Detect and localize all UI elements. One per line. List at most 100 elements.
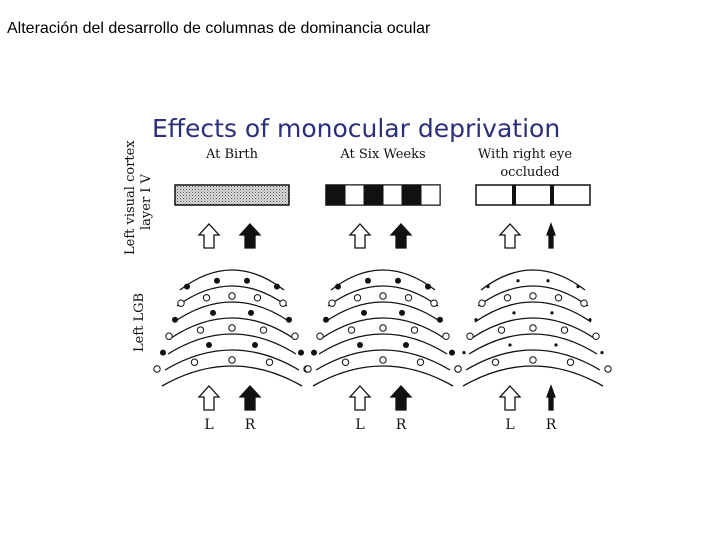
lgb-cell-left-eye: [165, 332, 173, 340]
lgb-layer-arc: [179, 269, 285, 291]
lgb-cell-right-eye: [403, 341, 409, 348]
lgb-layer-arc: [330, 269, 436, 291]
eye-label-right: R: [245, 417, 256, 433]
lgb-cell-left-eye: [259, 326, 268, 334]
arrow-right-eye-to-lgb: [238, 385, 262, 411]
lgb-cell-left-eye: [554, 294, 563, 302]
lgb-cell-left-eye: [253, 294, 262, 302]
lgb-cell-right-eye: [244, 277, 250, 284]
lgb-cell-left-eye: [265, 358, 274, 366]
lgb-cell-left-eye: [353, 294, 362, 302]
lgb-layer-arc: [170, 317, 294, 339]
lgb-cell-right-eye: [172, 316, 178, 323]
lgb-cell-right-eye: [214, 277, 220, 284]
lgb-cell-right-eye: [474, 318, 478, 322]
lgb-cell-left-eye: [478, 299, 486, 307]
lgb-cell-left-eye: [410, 326, 419, 334]
eye-label-right: R: [396, 417, 407, 433]
lgb-cell-right-eye: [550, 311, 554, 315]
lgb-cell-right-eye: [323, 316, 329, 323]
lgb-layer-arc: [474, 301, 592, 323]
lgb-cell-right-eye: [576, 285, 580, 289]
arrow-right-eye-to-cortex: [389, 223, 413, 249]
lgb-cell-left-eye: [347, 326, 356, 334]
lgb-layer-arc: [480, 269, 586, 291]
lgb-cell-right-eye: [160, 349, 166, 356]
lgb-cell-left-eye: [196, 326, 205, 334]
lgb-layer-arc: [312, 365, 454, 387]
lgb-layer-arc: [173, 301, 291, 323]
lgb-layer-arc: [477, 285, 589, 307]
lgb-cell-left-eye: [442, 332, 450, 340]
arrow-right-eye-to-cortex: [238, 223, 262, 249]
lgb-cell-left-eye: [404, 294, 413, 302]
lgb-cell-right-eye: [298, 349, 304, 356]
lgb-cell-left-eye: [379, 324, 387, 332]
lgb-cell-left-eye: [497, 326, 506, 334]
lgb-cell-right-eye: [600, 351, 604, 355]
cortex-column-right-eye: [363, 184, 384, 206]
lgb-cell-right-eye: [206, 341, 212, 348]
lgb-layer-arc: [468, 333, 598, 355]
lgb-cell-left-eye: [580, 299, 588, 307]
lgb-cell-right-eye: [357, 341, 363, 348]
lgb-cell-right-eye: [252, 341, 258, 348]
row-label-lgb: Left LGB: [132, 293, 147, 352]
lgb-layer-arc: [164, 349, 300, 371]
arrow-left-eye-to-lgb: [197, 385, 221, 411]
lgb-cell-left-eye: [328, 299, 336, 307]
eye-label-left: L: [505, 417, 514, 433]
cortex-column-left-eye: [344, 184, 365, 206]
lgb-cell-right-eye: [512, 311, 516, 315]
lgb-cell-right-eye: [365, 277, 371, 284]
lgb-cell-left-eye: [529, 292, 537, 300]
row-label-cortex-layer: layer I V: [139, 173, 154, 230]
lgb-layer-arc: [318, 333, 448, 355]
row-label-cortex: Left visual cortex: [123, 140, 138, 255]
lgb-cell-right-eye: [516, 279, 520, 283]
lgb-cell-right-eye: [184, 283, 190, 290]
lgb-cell-left-eye: [316, 332, 324, 340]
lgb-cell-left-eye: [228, 292, 236, 300]
cortex-column-right-eye: [512, 185, 516, 205]
lgb-cell-left-eye: [604, 365, 612, 373]
lgb-layer-arc: [327, 285, 439, 307]
lgb-cell-left-eye: [430, 299, 438, 307]
cortex-column-right-eye: [325, 184, 346, 206]
lgb-cell-left-eye: [379, 292, 387, 300]
lgb-cell-left-eye: [529, 356, 537, 364]
lgb-cell-right-eye: [399, 309, 405, 316]
lgb-cell-left-eye: [202, 294, 211, 302]
lgb-cell-right-eye: [508, 343, 512, 347]
lgb-layer-arc: [324, 301, 442, 323]
lgb-cell-right-eye: [395, 277, 401, 284]
lgb-cell-left-eye: [228, 324, 236, 332]
cortex-column-right-eye: [550, 185, 554, 205]
lgb-layer-arc: [315, 349, 451, 371]
lgb-cell-left-eye: [566, 358, 575, 366]
arrow-right-eye-to-lgb: [389, 385, 413, 411]
lgb-cell-right-eye: [588, 318, 592, 322]
eye-label-right: R: [546, 417, 557, 433]
arrow-left-eye-to-cortex: [197, 223, 221, 249]
eye-label-left: L: [204, 417, 213, 433]
lgb-cell-left-eye: [153, 365, 161, 373]
lgb-cell-left-eye: [291, 332, 299, 340]
arrow-left-eye-to-lgb: [348, 385, 372, 411]
lgb-layer-arc: [471, 317, 595, 339]
lgb-cell-right-eye: [486, 285, 490, 289]
lgb-cell-left-eye: [177, 299, 185, 307]
arrow-right-eye-to-cortex: [546, 222, 556, 249]
lgb-cell-right-eye: [311, 349, 317, 356]
lgb-layer-arc: [462, 365, 604, 387]
lgb-cell-left-eye: [379, 356, 387, 364]
figure-title: Effects of monocular deprivation: [152, 114, 560, 143]
lgb-cell-right-eye: [546, 279, 550, 283]
arrow-left-eye-to-cortex: [348, 223, 372, 249]
lgb-layer-arc: [161, 365, 303, 387]
arrow-left-eye-to-lgb: [498, 385, 522, 411]
